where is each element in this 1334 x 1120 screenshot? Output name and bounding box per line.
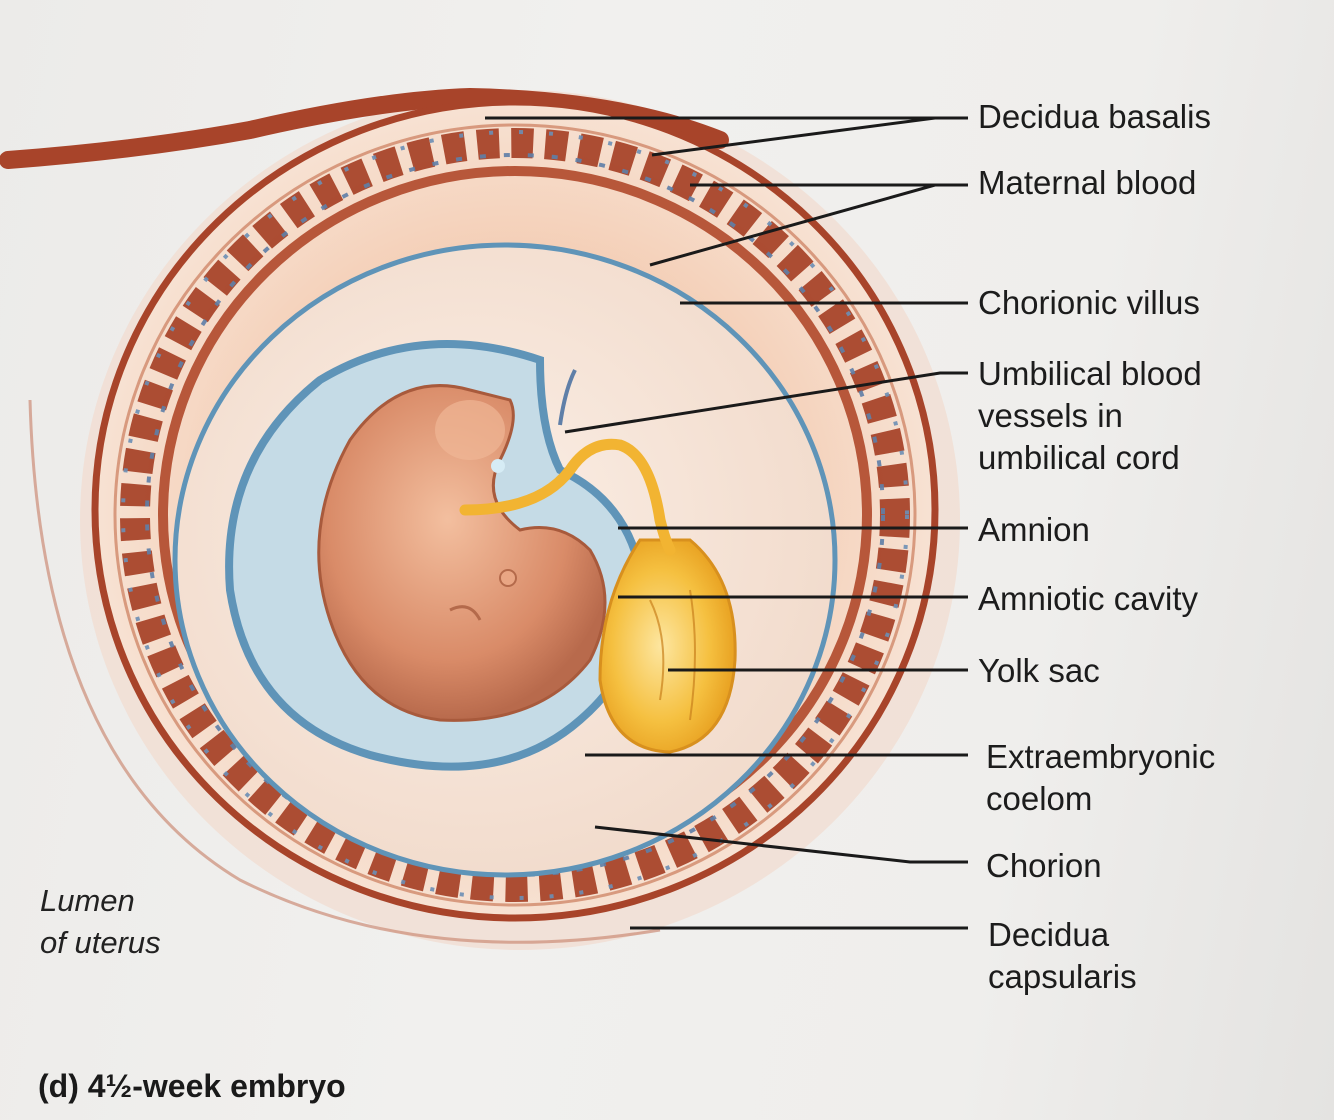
- yolk-sac: [598, 538, 737, 754]
- leader-decidua-basalis: [485, 116, 968, 157]
- label-decidua-capsularis: Decidua capsularis: [988, 916, 1137, 995]
- leader-maternal-blood: [649, 183, 968, 267]
- figure-caption: (d) 4½-week embryo: [38, 1068, 346, 1104]
- label-decidua-basalis: Decidua basalis: [978, 98, 1211, 135]
- leader-umbilical-vessels: [564, 371, 968, 434]
- leader-lines: [485, 116, 968, 930]
- embryo: [317, 384, 607, 722]
- leader-chorion: [594, 825, 968, 864]
- label-yolk-sac: Yolk sac: [978, 652, 1100, 689]
- label-lumen-of-uterus: Lumen of uterus: [40, 883, 161, 960]
- label-amnion: Amnion: [978, 511, 1090, 548]
- label-chorionic-villus: Chorionic villus: [978, 284, 1200, 321]
- label-chorion: Chorion: [986, 847, 1102, 884]
- label-extraembryonic-coelom: Extraembryonic coelom: [986, 738, 1216, 817]
- label-maternal-blood: Maternal blood: [978, 164, 1197, 201]
- chorionic-villi: [121, 130, 909, 900]
- label-umbilical-vessels: Umbilical blood vessels in umbilical cor…: [978, 355, 1202, 476]
- label-amniotic-cavity: Amniotic cavity: [978, 580, 1199, 617]
